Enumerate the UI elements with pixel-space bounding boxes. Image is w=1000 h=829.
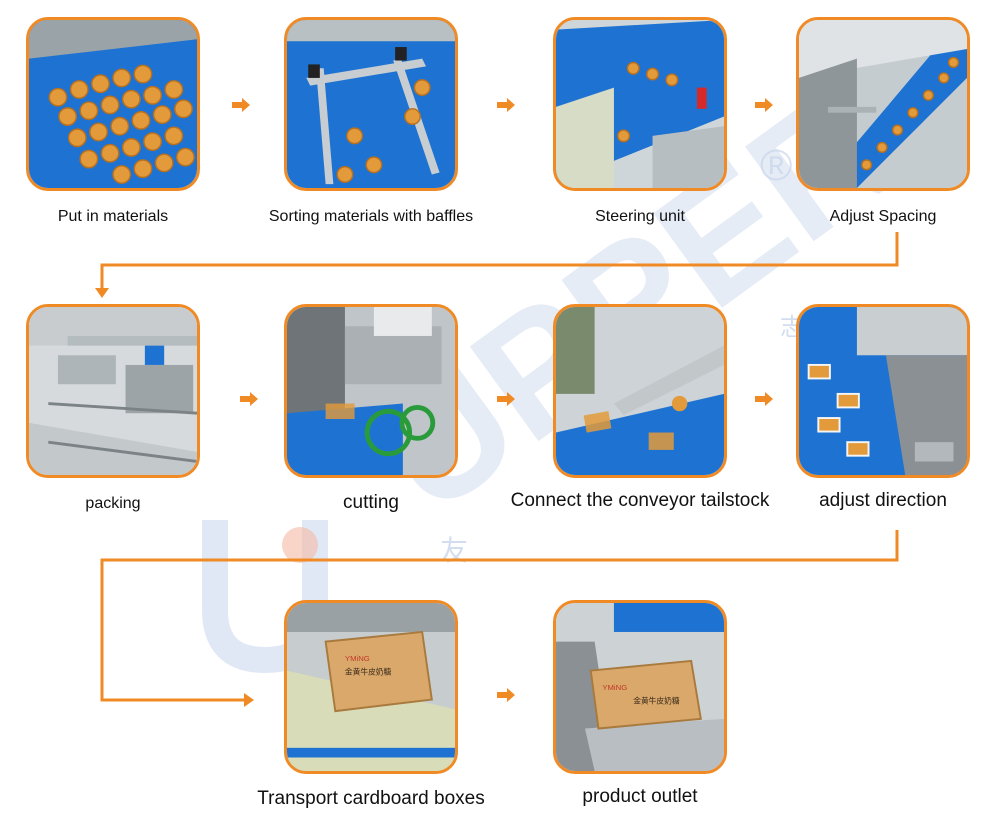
- tailstock-conveyor-image: [556, 307, 724, 475]
- spacing-conveyor-image: [799, 20, 967, 188]
- step-label-steering-unit: Steering unit: [595, 208, 685, 225]
- box-brand-text: YMiNG: [345, 654, 370, 663]
- packing-machine-image: [29, 307, 197, 475]
- step-photo-conveyor-tailstock: [553, 304, 727, 478]
- box-name-text: 金黄牛皮奶糖: [633, 695, 680, 705]
- cookies-on-conveyor-image: [29, 20, 197, 188]
- steering-unit-image: [556, 20, 724, 188]
- step-label-put-in-materials: Put in materials: [57, 208, 169, 225]
- step-label-packing: packing: [85, 495, 141, 512]
- step-label-sorting-baffles: Sorting materials with baffles: [268, 208, 474, 225]
- arrow-right-icon: [755, 392, 773, 406]
- baffles-conveyor-image: [287, 20, 455, 188]
- step-label-adjust-direction: adjust direction: [819, 490, 947, 511]
- cardboard-box-conveyor-image: YMiNG 金黄牛皮奶糖: [287, 603, 455, 771]
- cutting-unit-image: [287, 307, 455, 475]
- step-label-product-outlet: product outlet: [582, 786, 698, 807]
- step-photo-product-outlet: YMiNG 金黄牛皮奶糖: [553, 600, 727, 774]
- direction-conveyor-image: [799, 307, 967, 475]
- box-name-text: 金黄牛皮奶糖: [345, 666, 392, 676]
- step-label-transport-boxes: Transport cardboard boxes: [257, 788, 485, 809]
- arrow-right-icon: [755, 98, 773, 112]
- arrow-right-icon: [240, 392, 258, 406]
- step-photo-cutting: [284, 304, 458, 478]
- step-photo-sorting-baffles: [284, 17, 458, 191]
- step-label-conveyor-tailstock: Connect the conveyor tailstock: [510, 490, 770, 511]
- step-label-adjust-spacing: Adjust Spacing: [829, 208, 937, 225]
- step-photo-transport-boxes: YMiNG 金黄牛皮奶糖: [284, 600, 458, 774]
- step-photo-put-in-materials: [26, 17, 200, 191]
- step-label-cutting: cutting: [343, 492, 399, 513]
- step-photo-adjust-direction: [796, 304, 970, 478]
- step-photo-steering-unit: [553, 17, 727, 191]
- arrow-right-icon: [497, 688, 515, 702]
- step-photo-packing: [26, 304, 200, 478]
- arrow-right-icon: [497, 98, 515, 112]
- box-brand-text: YMiNG: [602, 683, 627, 692]
- step-photo-adjust-spacing: [796, 17, 970, 191]
- arrow-right-icon: [497, 392, 515, 406]
- product-outlet-image: YMiNG 金黄牛皮奶糖: [556, 603, 724, 771]
- arrow-right-icon: [232, 98, 250, 112]
